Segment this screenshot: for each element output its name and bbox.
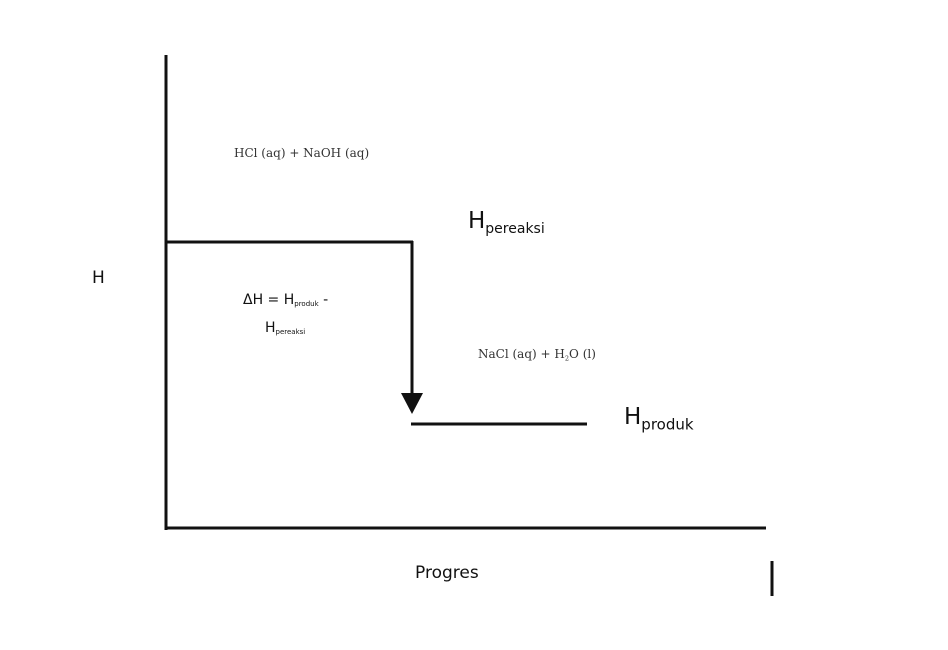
delta-h-equation-line1: ΔH = Hproduk - [243,292,328,308]
delta-h-sub1: produk [294,300,319,309]
h-product-sub: produk [641,415,694,434]
delta-h-prefix: ΔH = H [243,292,295,308]
x-axis-label: Progres [415,563,479,583]
reactants-formula: HCl (aq) + NaOH (aq) [234,146,370,160]
delta-h-equation-line2: Hpereaksi [265,320,305,336]
h-product-label: Hproduk [624,404,694,433]
delta-h-minus: - [318,292,329,308]
products-formula-subscript: 2 [564,354,570,363]
delta-h-h2: H [265,320,276,336]
h-reactant-main: H [468,208,486,234]
enthalpy-arrow-head [401,393,423,414]
h-reactant-label: Hpereaksi [468,208,545,237]
products-formula-suffix: O (l) [569,347,596,361]
y-axis-label: H [92,268,105,288]
products-formula: NaCl (aq) + H2O (l) [478,347,596,362]
delta-h-sub2: pereaksi [275,328,306,337]
h-product-main: H [624,404,642,430]
h-reactant-sub: pereaksi [485,220,545,237]
products-formula-prefix: NaCl (aq) + H [478,347,565,361]
